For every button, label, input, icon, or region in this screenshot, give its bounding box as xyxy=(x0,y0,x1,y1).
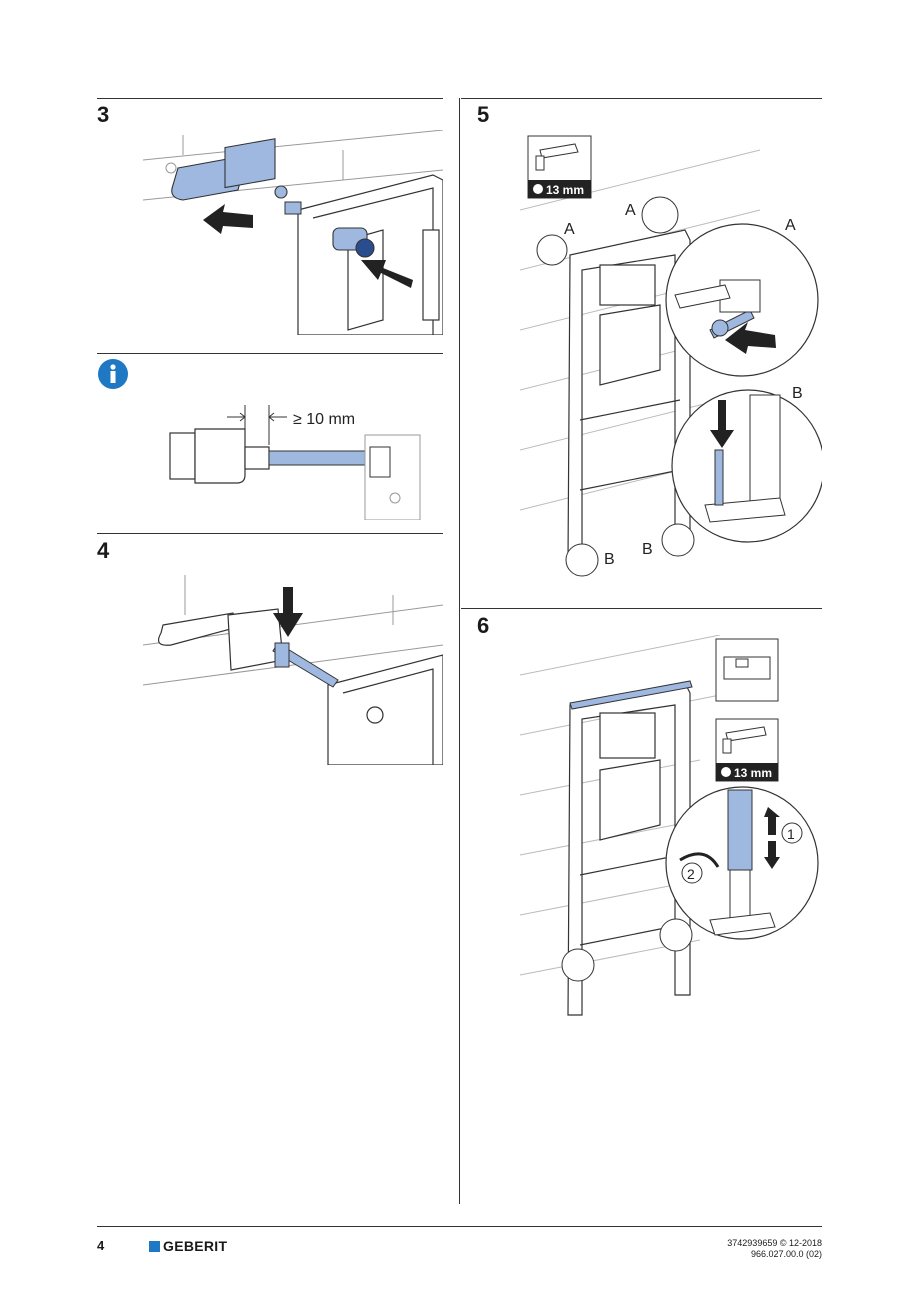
socket-wrench-box: 13 mm xyxy=(527,135,592,199)
level-detail-box xyxy=(715,638,779,702)
step-4-illustration xyxy=(143,575,443,765)
info-icon xyxy=(98,359,128,389)
brand-name: GEBERIT xyxy=(163,1238,228,1254)
label-a-2: A xyxy=(625,202,636,219)
label-2: 2 xyxy=(687,866,695,882)
brand-square-icon xyxy=(149,1240,160,1252)
step-3-illustration xyxy=(143,130,443,335)
doc-number: 3742939659 © 12-2018 xyxy=(727,1238,822,1248)
threaded-rod xyxy=(268,450,370,466)
step-number-3: 3 xyxy=(97,102,110,127)
step-number-6: 6 xyxy=(477,613,490,638)
socket-size-label: 13 mm xyxy=(734,766,772,780)
label-b-2: B xyxy=(604,551,615,568)
arrow-down xyxy=(273,587,303,637)
arrow-left xyxy=(203,204,253,234)
socket-wrench-box: 13 mm xyxy=(715,718,779,782)
callout-a-top xyxy=(641,196,679,234)
rule-step-4 xyxy=(97,533,443,534)
blue-bracket xyxy=(171,138,288,201)
label-b-1: B xyxy=(792,385,803,402)
step-6-illustration: 13 mm 1 2 xyxy=(520,635,819,1016)
callout-b-left xyxy=(565,543,599,577)
label-a-1: A xyxy=(564,221,575,238)
document-info: 3742939659 © 12-2018 966.027.00.0 (02) xyxy=(727,1238,822,1260)
rule-step-5 xyxy=(461,98,822,99)
blue-anchor xyxy=(332,227,375,258)
label-1: 1 xyxy=(787,826,795,842)
rule-step-3 xyxy=(97,98,443,99)
step-5-illustration: 13 mm A A A B B B xyxy=(520,135,822,577)
callout-b-right xyxy=(661,523,695,557)
rule-step-6 xyxy=(461,608,822,609)
label-a-3: A xyxy=(785,217,796,234)
rule-info xyxy=(97,353,443,354)
column-divider xyxy=(459,98,460,1204)
callout-a-left xyxy=(536,234,568,266)
detail-b xyxy=(671,389,822,543)
doc-version: 966.027.00.0 (02) xyxy=(750,1249,822,1259)
socket-size-label: 13 mm xyxy=(546,183,584,197)
dimension-label: ≥ 10 mm xyxy=(293,411,355,428)
brand-logo: GEBERIT xyxy=(149,1238,227,1254)
step-number-5: 5 xyxy=(477,102,490,127)
spirit-level xyxy=(569,680,693,710)
callout-1 xyxy=(781,822,803,844)
callout-2 xyxy=(681,862,703,884)
page-number: 4 xyxy=(97,1238,105,1253)
info-illustration: ≥ 10 mm xyxy=(169,405,421,520)
step-number-4: 4 xyxy=(97,538,110,563)
arrow-right xyxy=(361,260,413,288)
label-b-3: B xyxy=(642,541,653,558)
rule-footer xyxy=(97,1226,822,1227)
